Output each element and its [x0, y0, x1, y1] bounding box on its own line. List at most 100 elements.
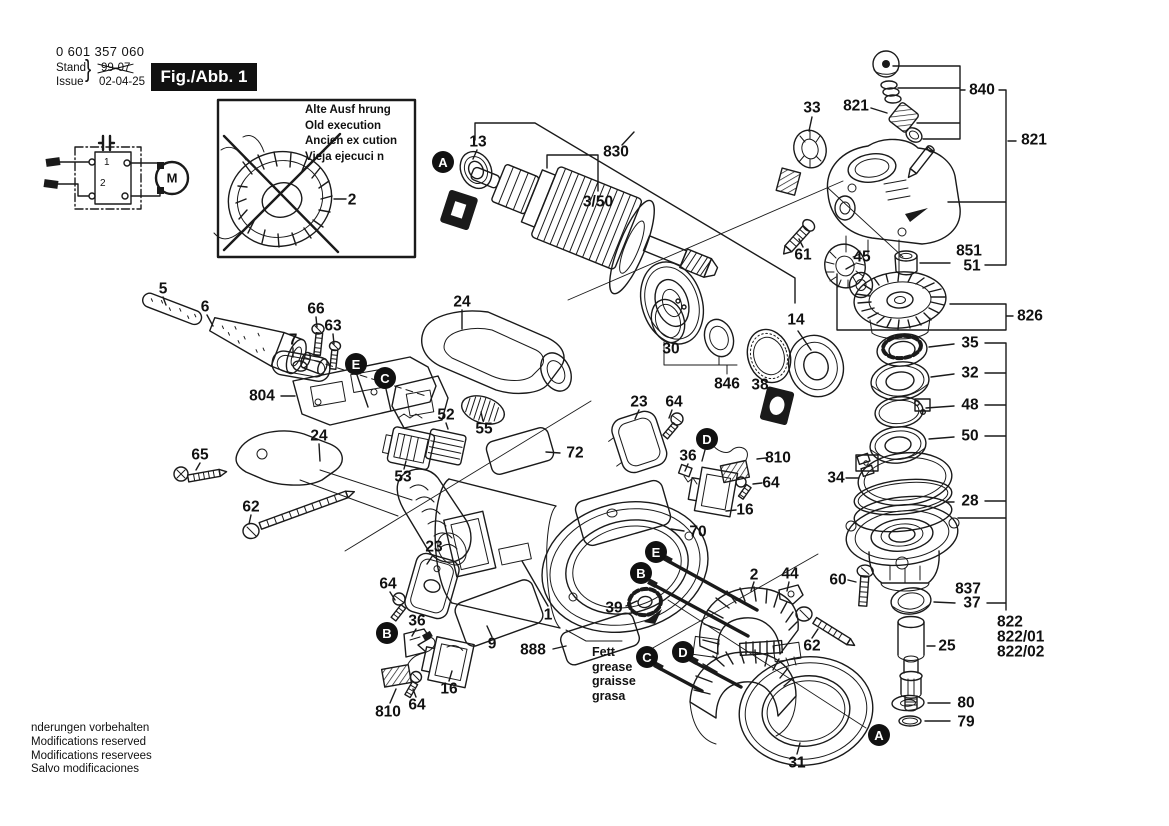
- part-callout-810: 810: [375, 703, 401, 721]
- washer-80-drawing: [891, 694, 925, 712]
- cover-plate-23-right-drawing: [608, 410, 668, 474]
- part-callout-36: 36: [408, 612, 426, 630]
- crown-gear-826-drawing: [853, 239, 947, 340]
- part-callout-62: 62: [803, 637, 821, 655]
- part-callout-60: 60: [829, 571, 847, 589]
- part-callout-33: 33: [803, 99, 821, 117]
- grease-note-line: grasa: [592, 688, 626, 703]
- ring-79-drawing: [898, 715, 922, 727]
- contact-plate-52-drawing: [424, 428, 467, 466]
- grease-note-line: graisse: [592, 674, 636, 689]
- part-callout-830: 830: [603, 143, 629, 161]
- issue-date: 02-04-25: [99, 76, 146, 88]
- holder-16-right-drawing: [687, 466, 739, 518]
- part-callout-24: 24: [453, 293, 471, 311]
- screw-64-right-drawing: [662, 412, 684, 440]
- part-callout-826: 826: [1017, 307, 1043, 325]
- part-callout-32: 32: [961, 364, 979, 382]
- part-callout-64: 64: [762, 474, 780, 492]
- revision-note-line: Modifications reserved: [31, 735, 147, 748]
- part-callout-51: 51: [963, 257, 981, 275]
- part-callout-64: 64: [665, 393, 683, 411]
- part-callout-24: 24: [310, 427, 328, 445]
- sticker-9-drawing: [454, 579, 544, 647]
- part-callout-36: 36: [679, 447, 697, 465]
- superseded-date: 99-07: [101, 62, 131, 74]
- brush-cover-plate-right-drawing: [759, 386, 795, 426]
- wiring-schematic-drawing: [43, 134, 190, 210]
- armature-drawing: [470, 164, 719, 295]
- brush-cover-plate-top-drawing: [440, 189, 478, 231]
- motor-housing-drawing: [434, 478, 709, 642]
- part-callout-35: 35: [961, 334, 979, 352]
- screw-61-drawing: [782, 218, 816, 255]
- part-callout-822-01: 822/01: [997, 628, 1045, 646]
- brush-cap-group-drawing: [872, 50, 935, 179]
- part-callout-66: 66: [307, 300, 325, 318]
- sticker-72-drawing: [485, 427, 555, 475]
- revision-note-line: Salvo modificaciones: [31, 763, 140, 776]
- part-callout-79: 79: [957, 713, 975, 731]
- gear-housing-drawing: [826, 138, 961, 255]
- part-callout-1: 1: [543, 606, 553, 624]
- part-callout-846: 846: [714, 375, 740, 393]
- clamp-band-34-drawing: [855, 451, 953, 507]
- screw-60-drawing: [856, 564, 874, 607]
- retaining-ring-846-drawing: [650, 298, 738, 375]
- aux-handle-top-24-drawing: [421, 310, 572, 395]
- assembly-badge-A: A: [868, 724, 890, 746]
- revision-note-line: nderungen vorbehalten: [31, 722, 150, 734]
- screw-62-right-drawing: [795, 606, 856, 647]
- washer-37-drawing: [890, 587, 932, 615]
- front-bearing-14-drawing: [787, 334, 845, 398]
- part-callout-23: 23: [425, 538, 443, 556]
- part-callout-822: 822: [997, 613, 1023, 631]
- part-callout-63: 63: [324, 317, 342, 335]
- part-callout-50: 50: [961, 427, 979, 445]
- part-callout-25: 25: [938, 637, 956, 655]
- aux-handle-bottom-24-drawing: [235, 430, 472, 566]
- part-callout-14: 14: [787, 311, 805, 329]
- part-callout-30: 30: [662, 340, 680, 358]
- part-callout-61: 61: [794, 246, 812, 264]
- part-callout-23: 23: [630, 393, 648, 411]
- schematic-terminal-2: 2: [100, 178, 106, 189]
- date-brace: }: [85, 55, 92, 83]
- part-callout-804: 804: [249, 387, 275, 405]
- assembly-badge-B: B: [630, 562, 652, 584]
- leader-lines: [162, 65, 1017, 755]
- old-execution-note-line: Old execution: [305, 119, 382, 132]
- part-callout-16: 16: [440, 680, 458, 698]
- screw-64-left2-drawing: [404, 670, 423, 699]
- assembly-badge-D: D: [672, 641, 694, 663]
- seal-ring-38-drawing: [746, 328, 792, 384]
- part-callout-38: 38: [751, 376, 769, 394]
- field-coil-lower-drawing: [689, 639, 797, 745]
- part-callout-851: 851: [956, 242, 982, 260]
- part-callout-64: 64: [379, 575, 397, 593]
- part-callout-70: 70: [689, 523, 707, 541]
- part-callout-55: 55: [475, 420, 493, 438]
- clip-44-drawing: [778, 584, 804, 605]
- part-callout-31: 31: [788, 754, 806, 772]
- bearing-35-drawing: [876, 333, 928, 367]
- switch-slide-53-drawing: [381, 426, 436, 471]
- screw-64-right2-drawing: [735, 476, 752, 500]
- assembly-badge-E: E: [345, 353, 367, 375]
- part-callout-48: 48: [961, 396, 979, 414]
- part-callout-45: 45: [853, 248, 871, 266]
- part-callout-7: 7: [288, 331, 298, 349]
- pinion-45-drawing: [824, 243, 874, 299]
- stand-label: Stand: [56, 62, 87, 74]
- schematic-terminal-1: 1: [104, 157, 110, 168]
- part-callout-64: 64: [408, 696, 426, 714]
- part-callout-37: 37: [963, 594, 981, 612]
- old-execution-inset-drawing: [213, 98, 417, 259]
- part-callout-62: 62: [242, 498, 260, 516]
- spindle-25-drawing: [897, 615, 925, 712]
- field-coil-upper-drawing: [692, 586, 802, 663]
